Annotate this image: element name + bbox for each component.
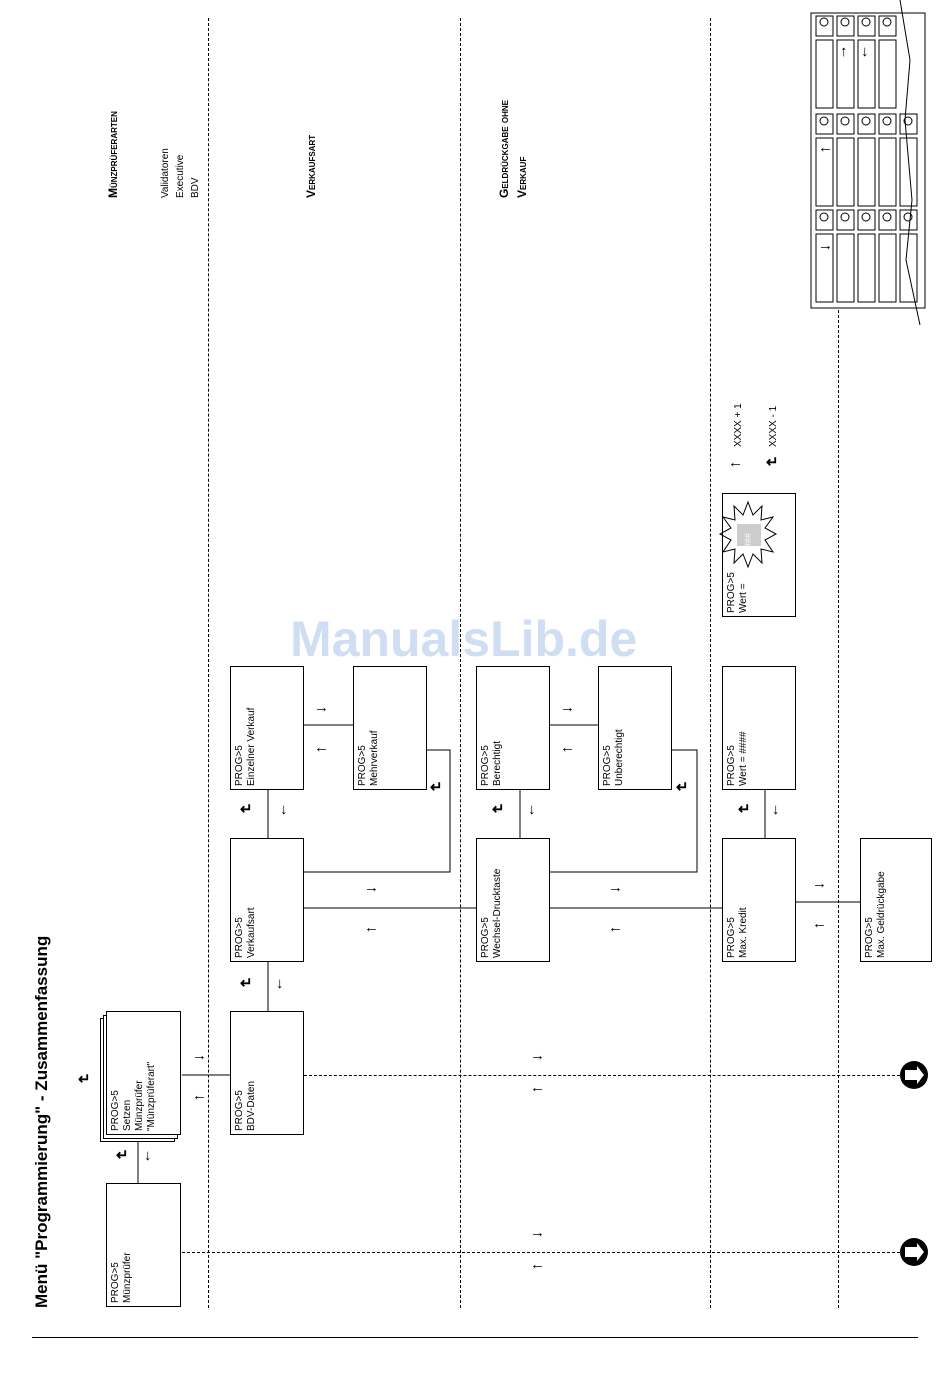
arrow-down-icon: ↓ xyxy=(276,975,284,992)
value-dec: XXXX - 1 xyxy=(768,405,779,447)
keypad-graphic xyxy=(810,12,926,309)
arrow-right-icon: → xyxy=(818,237,833,254)
watermark: ManualsLib.de xyxy=(290,611,638,667)
flow-line-muenzpruefer xyxy=(182,1252,900,1253)
separator xyxy=(208,18,209,1308)
enter-icon: ↵ xyxy=(240,975,253,992)
separator xyxy=(838,310,839,1308)
value-inc: XXXX + 1 xyxy=(733,403,744,447)
arrow-down-icon: ↓ xyxy=(528,801,536,818)
enter-icon: ↵ xyxy=(738,801,751,818)
arrow-left-icon: ← xyxy=(192,1087,207,1104)
enter-icon: ↵ xyxy=(676,779,689,796)
arrow-right-icon: → xyxy=(314,699,329,716)
arrow-right-icon: → xyxy=(530,1047,545,1064)
arrow-left-icon: ← xyxy=(608,919,623,936)
arrow-right-icon: → xyxy=(812,875,827,892)
enter-icon: ↵ xyxy=(430,779,443,796)
arrow-left-icon: ← xyxy=(812,915,827,932)
arrow-left-icon: ← xyxy=(728,454,743,471)
separator xyxy=(710,18,711,1308)
exit-icon-shapes xyxy=(900,1061,928,1266)
arrow-left-icon: ← xyxy=(364,919,379,936)
enter-icon: ↵ xyxy=(116,1147,129,1164)
enter-icon: ↵ xyxy=(766,454,779,471)
arrow-right-icon: → xyxy=(364,879,379,896)
enter-icon: ↵ xyxy=(240,801,253,818)
enter-icon: ↵ xyxy=(78,1071,91,1088)
arrow-left-icon: ← xyxy=(314,739,329,756)
arrow-down-icon: ↓ xyxy=(144,1147,152,1164)
enter-icon: ↵ xyxy=(492,801,505,818)
arrow-down-icon: ↓ xyxy=(861,43,869,60)
bottom-rule xyxy=(32,1337,918,1338)
arrow-left-icon: ← xyxy=(530,1079,545,1096)
arrow-left-icon: ← xyxy=(530,1256,545,1273)
arrow-down-icon: ↓ xyxy=(772,801,780,818)
arrow-right-icon: → xyxy=(560,699,575,716)
blink-value: #### xyxy=(743,532,753,553)
arrow-up-icon: ↑ xyxy=(840,43,848,60)
flow-line-bdv xyxy=(304,1075,900,1076)
separator xyxy=(460,18,461,1308)
arrow-right-icon: → xyxy=(192,1047,207,1064)
arrow-down-icon: ↓ xyxy=(280,801,288,818)
arrow-left-icon: ← xyxy=(560,739,575,756)
arrow-left-icon: ← xyxy=(818,139,833,156)
arrow-right-icon: → xyxy=(608,879,623,896)
arrow-right-icon: → xyxy=(530,1224,545,1241)
